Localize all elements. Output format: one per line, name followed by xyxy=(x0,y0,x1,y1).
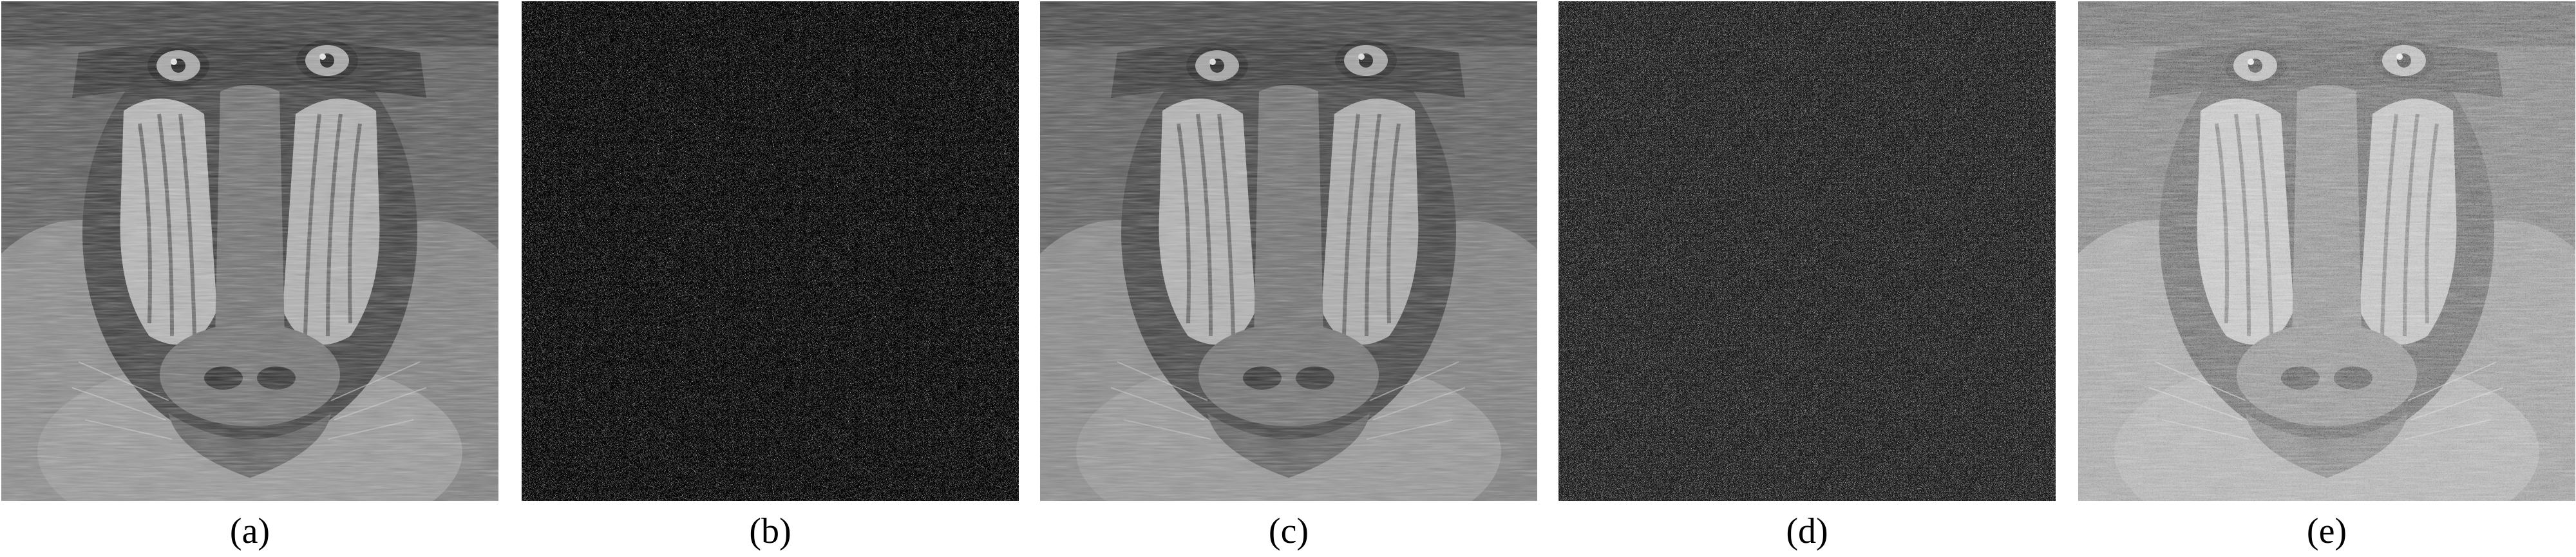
panel-caption: (a) xyxy=(229,511,270,551)
panel-caption: (b) xyxy=(749,511,791,551)
baboon-noisy-image xyxy=(522,1,1019,501)
baboon-original-image xyxy=(1,1,498,501)
panel-c: (c) xyxy=(1040,0,1537,557)
baboon-restored-image xyxy=(1040,1,1537,501)
baboon-denoised-image xyxy=(2078,1,2575,501)
panel-caption: (e) xyxy=(2306,511,2347,551)
panel-caption: (d) xyxy=(1786,511,1828,551)
panel-d: (d) xyxy=(1558,0,2056,557)
panel-b: (b) xyxy=(522,0,1019,557)
random-noise-image xyxy=(1558,1,2056,501)
panel-a: (a) xyxy=(1,0,498,557)
panel-caption: (c) xyxy=(1268,511,1309,551)
panel-e: (e) xyxy=(2078,0,2575,557)
